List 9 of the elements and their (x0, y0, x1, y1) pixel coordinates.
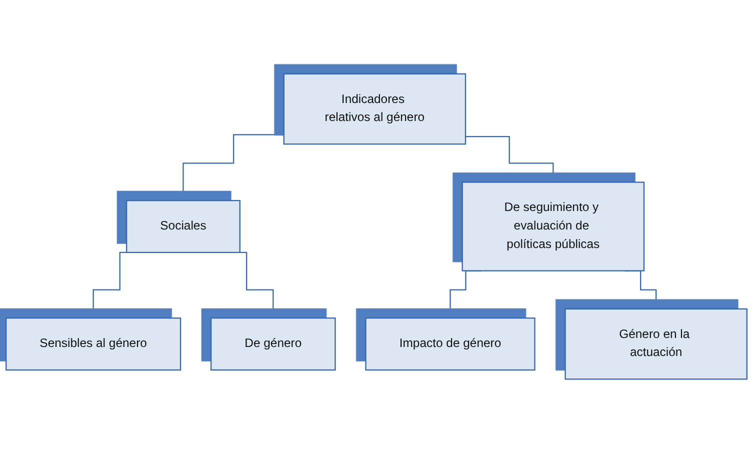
node-box: Género en la actuación (564, 308, 748, 380)
node-box: Impacto de género (365, 318, 536, 371)
connector (182, 134, 284, 202)
node-box: Indicadores relativos al género (283, 73, 466, 145)
node-box: Sociales (126, 200, 240, 254)
node-box: De seguimiento y evaluación de políticas públicas (462, 182, 645, 272)
connector (466, 136, 554, 183)
node-box: Sensibles al género (6, 318, 182, 371)
node-box: De género (210, 318, 336, 371)
